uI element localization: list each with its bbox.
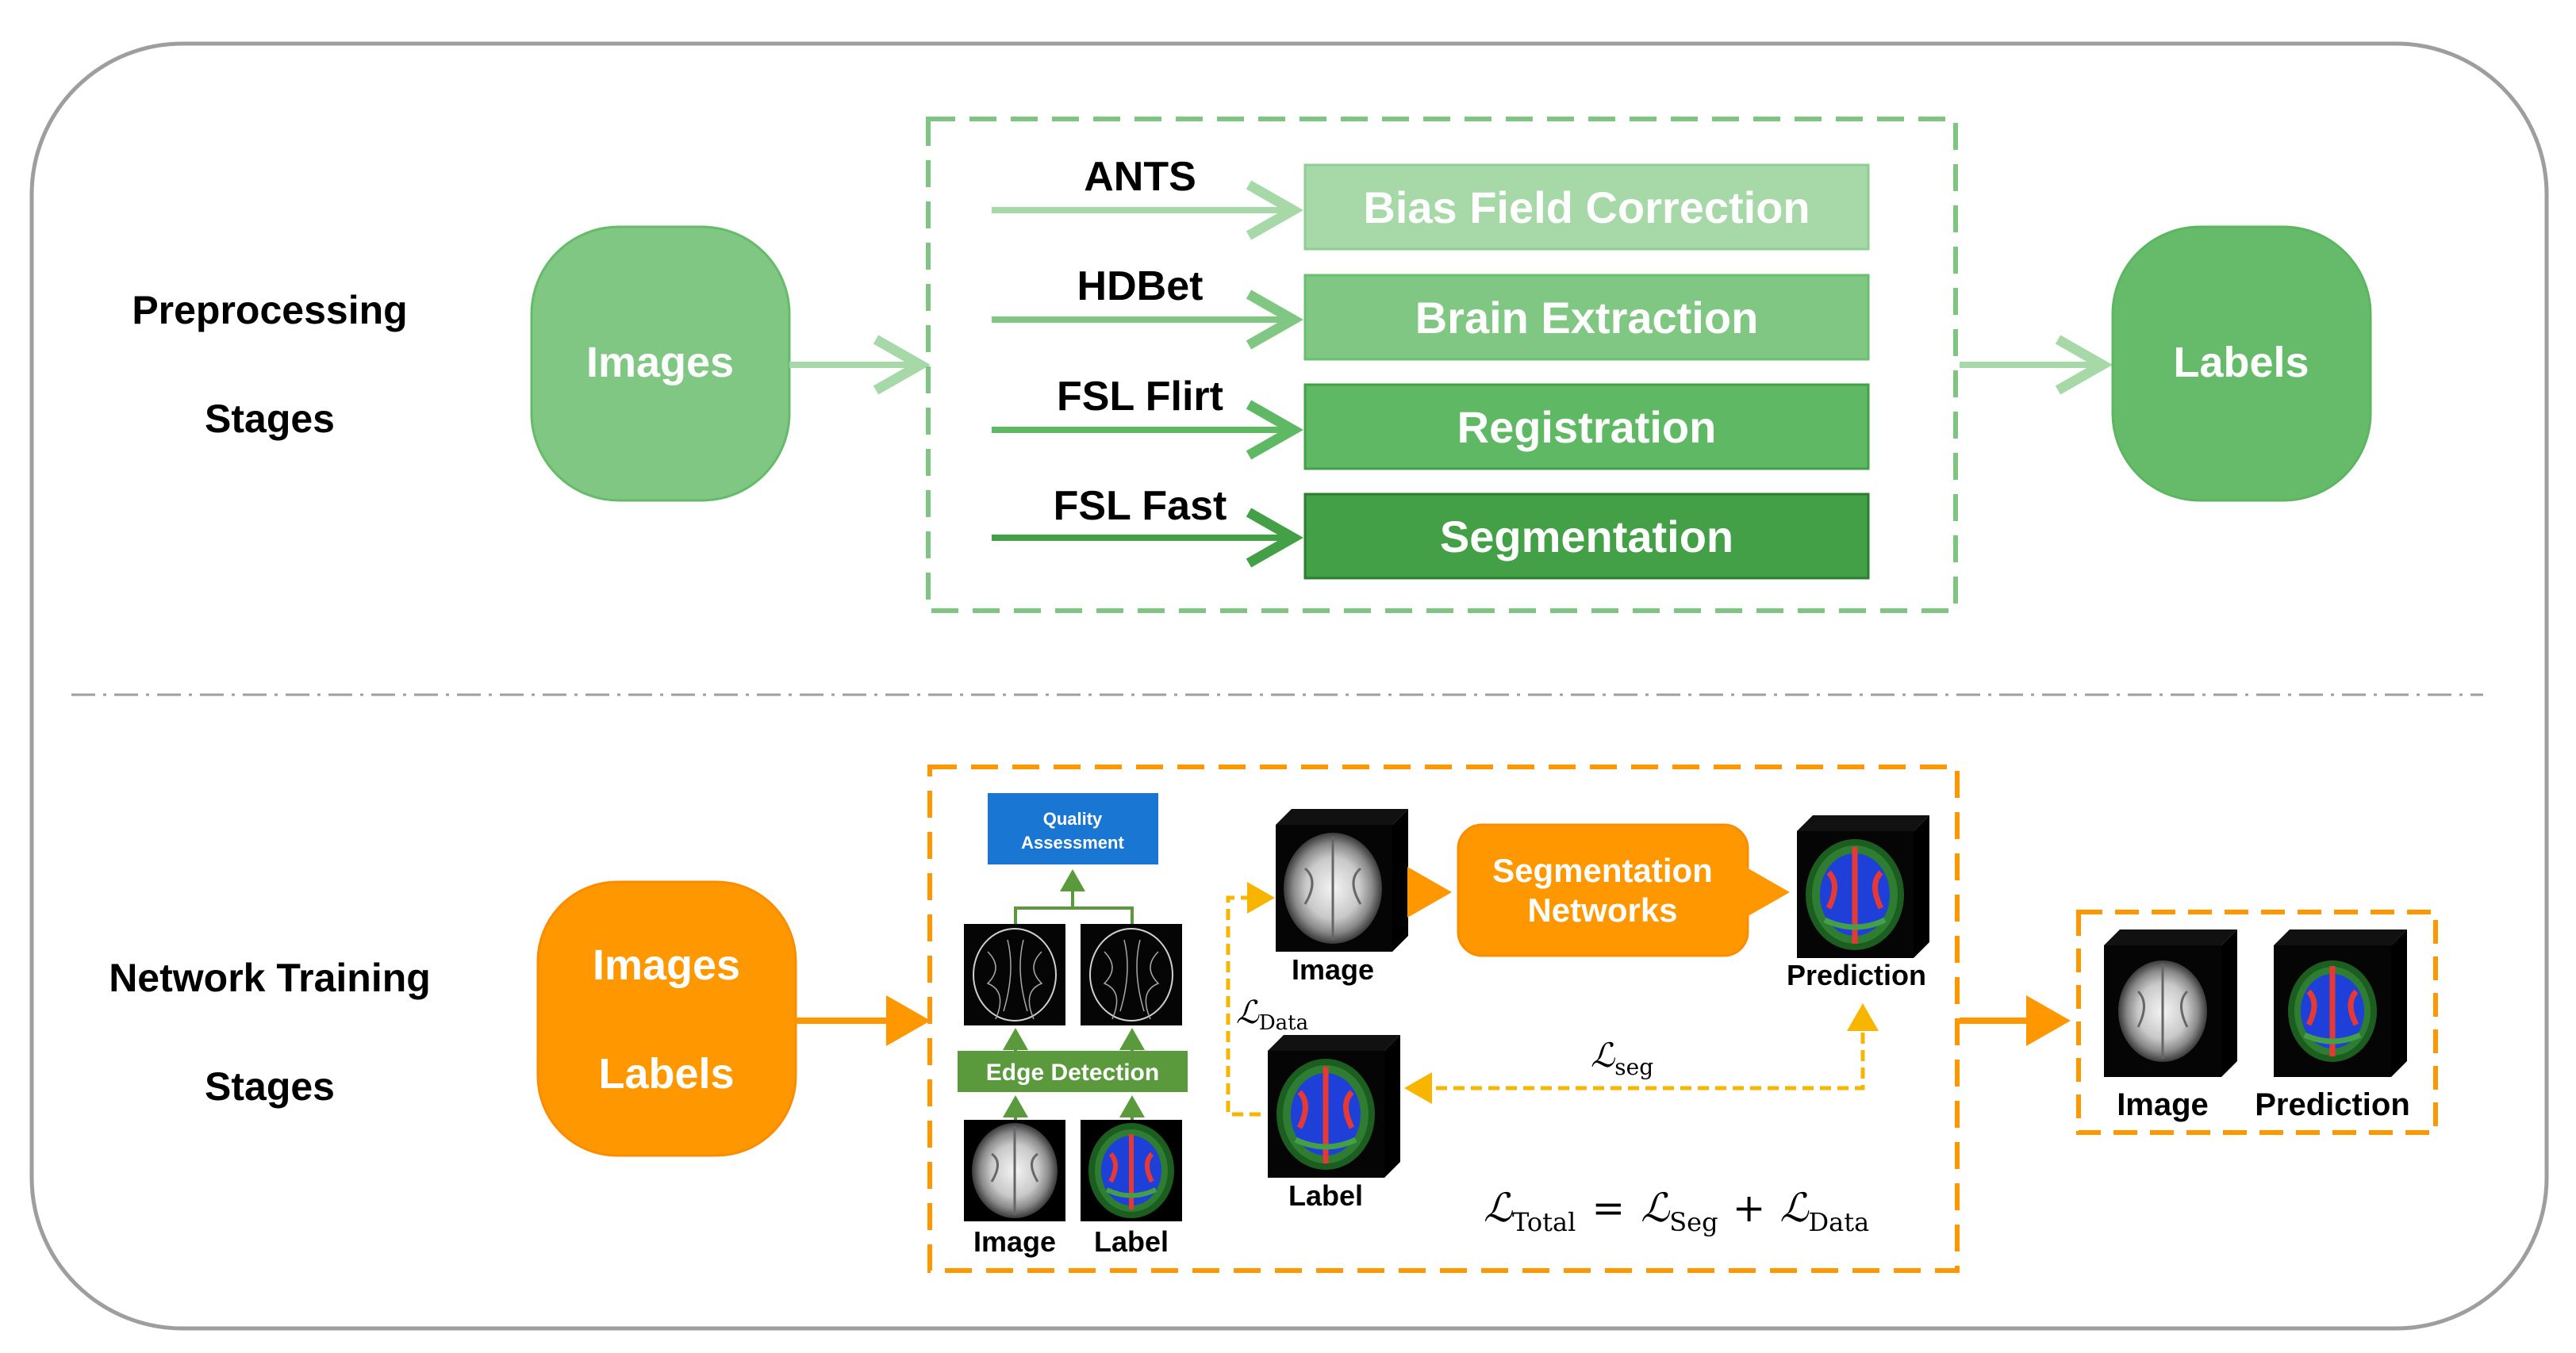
loss-data-symbol: ℒData: [1236, 995, 1308, 1035]
step-row-registration: FSL Flirt Registration: [992, 374, 1870, 470]
step-box-brain-extraction: [1303, 274, 1870, 361]
training-input-box: [536, 880, 797, 1157]
left-label-caption: Label: [1094, 1225, 1169, 1258]
training-stage-label-line2: Stages: [205, 1064, 335, 1109]
edge-detection-label: Edge Detection: [986, 1060, 1159, 1086]
outer-frame: [29, 41, 2549, 1331]
training-input-line1: Images: [593, 941, 740, 989]
edge-detection-box: [958, 1051, 1188, 1092]
tool-label-hdbet: HDBet: [1077, 263, 1204, 309]
total-loss-equation: ℒTotal=ℒSeg+ℒData: [1484, 1185, 1869, 1237]
thumb-brain-label: [1081, 1120, 1182, 1221]
cube-prediction-caption: Prediction: [1787, 959, 1926, 991]
step-row-brain-extraction: HDBet Brain Extraction: [992, 263, 1870, 361]
step-row-bias-field: ANTS Bias Field Correction: [992, 154, 1870, 251]
cube-prediction: [1797, 815, 1929, 958]
segmentation-networks-line1: Segmentation: [1492, 852, 1713, 889]
step-box-segmentation: [1303, 493, 1870, 580]
segmentation-networks-line2: Networks: [1527, 891, 1677, 929]
loss-seg-path: [1412, 1015, 1865, 1090]
cube-label: [1268, 1035, 1400, 1178]
cube-image-caption: Image: [1292, 953, 1374, 986]
output-image-caption: Image: [2117, 1087, 2209, 1122]
left-image-caption: Image: [973, 1225, 1056, 1258]
loss-seg-symbol: ℒseg: [1591, 1036, 1653, 1080]
output-cube-image: [2104, 929, 2237, 1077]
preprocessing-images-label: Images: [586, 339, 734, 386]
step-row-segmentation: FSL Fast Segmentation: [992, 483, 1870, 580]
preprocessing-stage-label-line1: Preprocessing: [132, 288, 407, 332]
preprocessing-labels-label: Labels: [2173, 339, 2309, 386]
step-label-segmentation: Segmentation: [1440, 512, 1733, 562]
preprocessing-steps-container: [926, 117, 1958, 613]
quality-assessment-line2: Assessment: [1021, 833, 1124, 853]
cube-image: [1276, 809, 1408, 952]
quality-assessment-line1: Quality: [1043, 809, 1103, 829]
qa-connector-branch: [1014, 906, 1134, 924]
training-stage-label-line1: Network Training: [109, 956, 431, 1000]
training-input-line2: Labels: [598, 1050, 734, 1098]
preprocessing-labels-box: [2111, 225, 2372, 502]
thumb-brain-image: [964, 1120, 1065, 1221]
step-box-bias-field: [1303, 163, 1870, 251]
quality-assessment-box: [988, 793, 1158, 864]
tool-label-fsl-fast: FSL Fast: [1054, 483, 1227, 529]
output-cube-prediction: [2274, 929, 2407, 1077]
step-label-bias-field: Bias Field Correction: [1363, 182, 1810, 232]
edge-map-image: [964, 924, 1065, 1025]
cube-label-caption: Label: [1288, 1179, 1363, 1212]
tool-label-ants: ANTS: [1084, 154, 1196, 200]
segmentation-networks-box: [1457, 823, 1749, 957]
preprocessing-stage-label-line2: Stages: [205, 397, 335, 441]
step-label-registration: Registration: [1457, 402, 1717, 452]
training-container: [927, 765, 1960, 1273]
tool-label-fsl-flirt: FSL Flirt: [1057, 374, 1223, 420]
step-box-registration: [1303, 383, 1870, 470]
edge-map-label: [1081, 924, 1182, 1025]
output-container: [2076, 910, 2438, 1135]
step-label-brain-extraction: Brain Extraction: [1415, 293, 1759, 343]
output-prediction-caption: Prediction: [2255, 1087, 2410, 1122]
